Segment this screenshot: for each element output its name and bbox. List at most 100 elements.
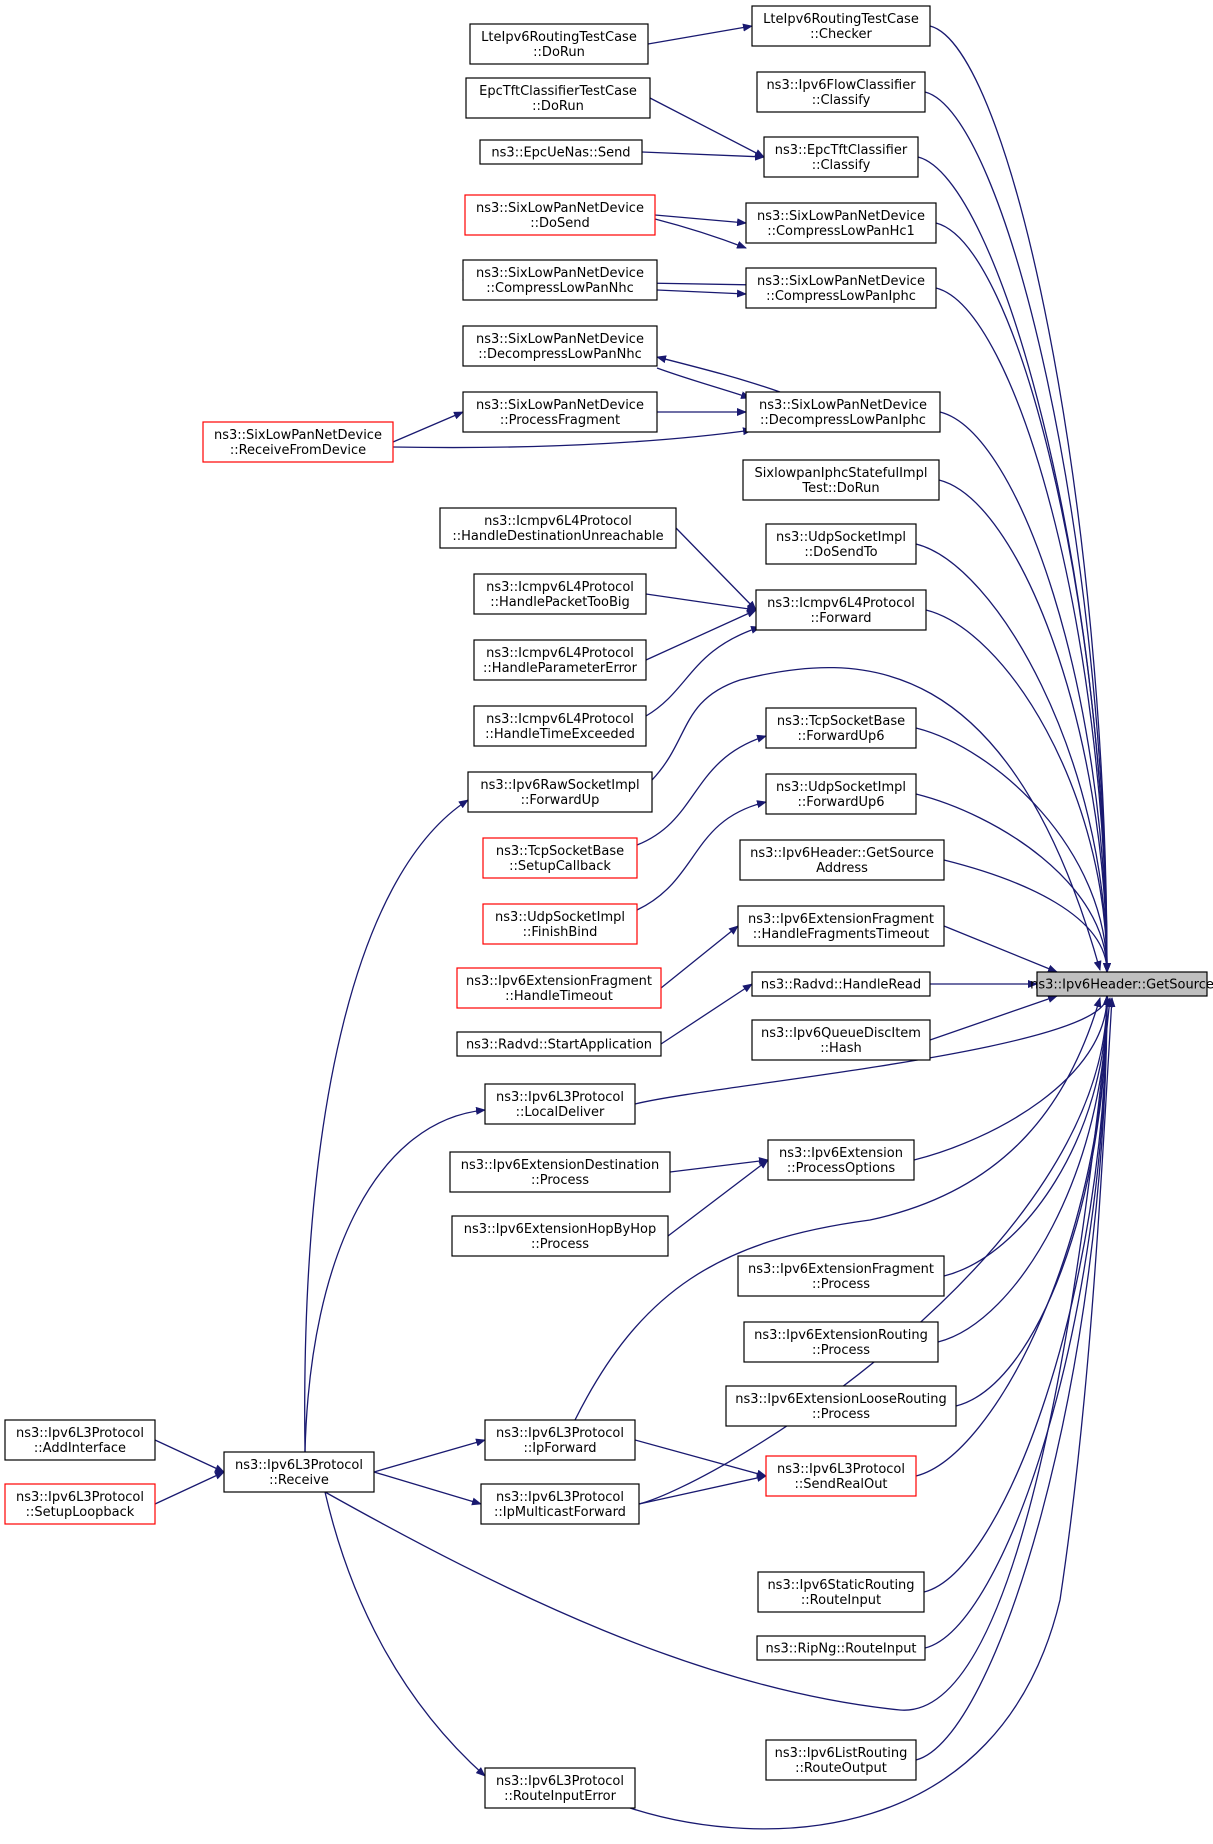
edge-six_iphc-to-getsource [935,287,1111,973]
node-six_recvdev[interactable]: ns3::SixLowPanNetDevice::ReceiveFromDevi… [202,421,394,463]
node-box [451,1215,669,1257]
node-l3_mcastfwd[interactable]: ns3::Ipv6L3Protocol::IpMulticastForward [480,1483,640,1525]
node-box [202,421,394,463]
node-label: ns3::Ipv6ExtensionDestination [461,1158,660,1173]
node-box [464,194,656,236]
node-box [756,71,926,113]
node-l3_routeinerr[interactable]: ns3::Ipv6L3Protocol::RouteInputError [484,1767,636,1809]
edge-six_diphc-to-six_dnhc [656,355,781,393]
node-six_procfrag[interactable]: ns3::SixLowPanNetDevice::ProcessFragment [462,391,658,433]
node-label: ::HandleTimeout [505,989,613,1004]
node-exthop_proc[interactable]: ns3::Ipv6ExtensionHopByHop::Process [451,1215,669,1257]
node-l3_receive[interactable]: ns3::Ipv6L3Protocol::Receive [223,1451,375,1493]
edge-udp_fwdup6-to-getsource [915,793,1111,973]
node-box [223,1451,375,1493]
node-ripng_routein[interactable]: ns3::RipNg::RouteInput [756,1635,926,1661]
node-getsource[interactable]: ns3::Ipv6Header::GetSource [1030,971,1213,997]
edge-icmp_unreach-to-icmp_forward [675,527,757,611]
node-label: ns3::Ipv6StaticRouting [767,1578,914,1593]
node-tcp_setupcb[interactable]: ns3::TcpSocketBase::SetupCallback [482,837,638,879]
node-label: ::Classify [812,158,871,173]
node-lte_dorun[interactable]: LteIpv6RoutingTestCase::DoRun [469,23,649,65]
node-radvd_read[interactable]: ns3::Radvd::HandleRead [751,971,931,997]
node-udp_fwdup6[interactable]: ns3::UdpSocketImpl::ForwardUp6 [765,773,917,815]
node-ext_procopts[interactable]: ns3::Ipv6Extension::ProcessOptions [767,1139,915,1181]
node-label: ns3::Ipv6Extension [779,1146,903,1161]
node-label: ::DoSend [530,216,589,231]
node-extfrag_proc[interactable]: ns3::Ipv6ExtensionFragment::Process [737,1255,945,1297]
edge-extfrag_proc-to-getsource [943,995,1111,1277]
edge-six_hc1-to-getsource [935,222,1111,973]
node-box [473,639,647,681]
node-six_dosend[interactable]: ns3::SixLowPanNetDevice::DoSend [464,194,656,236]
node-tcp_fwdup6[interactable]: ns3::TcpSocketBase::ForwardUp6 [765,707,917,749]
node-label: ::RouteInputError [504,1789,617,1804]
node-label: ns3::Ipv6ExtensionHopByHop [464,1222,657,1237]
node-radvd_start[interactable]: ns3::Radvd::StartApplication [456,1031,662,1057]
node-raw_fwdup[interactable]: ns3::Ipv6RawSocketImpl::ForwardUp [467,771,653,813]
node-epctft_classify[interactable]: ns3::EpcTftClassifier::Classify [763,136,919,178]
node-label: ::IpMulticastForward [494,1505,626,1520]
node-udp_finishbind[interactable]: ns3::UdpSocketImpl::FinishBind [482,903,638,945]
edge-ipv6hdr_getsrc-to-getsource [943,859,1111,973]
node-six_diphc[interactable]: ns3::SixLowPanNetDevice::DecompressLowPa… [745,391,941,433]
node-box [751,971,931,997]
node-label: ns3::Ipv6L3Protocol [496,1426,624,1441]
node-queue_hash[interactable]: ns3::Ipv6QueueDiscItem::Hash [751,1019,931,1061]
node-icmp_param[interactable]: ns3::Icmpv6L4Protocol::HandleParameterEr… [473,639,647,681]
node-six_hc1[interactable]: ns3::SixLowPanNetDevice::CompressLowPanH… [745,202,937,244]
node-l3_localdeliver[interactable]: ns3::Ipv6L3Protocol::LocalDeliver [484,1083,636,1125]
node-label: ::ForwardUp [521,793,600,808]
node-extfrag_hft[interactable]: ns3::Ipv6ExtensionFragment::HandleFragme… [737,905,945,947]
edge-six_dosend-to-six_iphc [654,218,747,249]
edge-udp_finishbind-to-udp_fwdup6 [636,800,767,911]
node-epctft_dorun[interactable]: EpcTftClassifierTestCase::DoRun [465,77,651,119]
node-box [473,705,647,747]
node-box [465,77,651,119]
node-six_iphc[interactable]: ns3::SixLowPanNetDevice::CompressLowPanI… [745,267,937,309]
node-box [467,771,653,813]
edge-six_recvdev-to-six_procfrag [392,411,464,443]
node-udp_dosendto[interactable]: ns3::UdpSocketImpl::DoSendTo [765,523,917,565]
node-extdest_proc[interactable]: ns3::Ipv6ExtensionDestination::Process [449,1151,671,1193]
edge-udp_dosendto-to-getsource [915,543,1111,973]
edge-l3_localdeliver-to-getsource [634,995,1111,1105]
node-extrout_proc[interactable]: ns3::Ipv6ExtensionRouting::Process [743,1321,939,1363]
node-icmp_time[interactable]: ns3::Icmpv6L4Protocol::HandleTimeExceede… [473,705,647,747]
node-six_nhc[interactable]: ns3::SixLowPanNetDevice::CompressLowPanN… [462,259,658,301]
node-ipv6flow_classify[interactable]: ns3::Ipv6FlowClassifier::Classify [756,71,926,113]
edge-six_diphc-to-getsource [939,411,1111,973]
node-label: ns3::SixLowPanNetDevice [476,398,644,413]
edge-six_nhc-to-six_iphc [656,289,747,298]
node-icmp_toobig[interactable]: ns3::Icmpv6L4Protocol::HandlePacketTooBi… [473,573,647,615]
edge-tcp_fwdup6-to-getsource [915,727,1111,973]
edge-icmp_forward-to-getsource [925,609,1111,973]
node-six_dnhc[interactable]: ns3::SixLowPanNetDevice::DecompressLowPa… [462,325,658,367]
node-box [473,573,647,615]
node-l3_sendrealout[interactable]: ns3::Ipv6L3Protocol::SendRealOut [765,1455,917,1497]
node-label: ::CompressLowPanNhc [486,281,633,296]
node-lte_checker[interactable]: LteIpv6RoutingTestCase::Checker [751,5,931,47]
edge-icmp_toobig-to-icmp_forward [645,593,757,613]
node-box [480,1483,640,1525]
node-box [739,839,945,881]
node-icmp_forward[interactable]: ns3::Icmpv6L4Protocol::Forward [755,589,927,631]
node-l3_addif[interactable]: ns3::Ipv6L3Protocol::AddInterface [4,1419,156,1461]
node-l3_ipforward[interactable]: ns3::Ipv6L3Protocol::IpForward [484,1419,636,1461]
node-extloose_proc[interactable]: ns3::Ipv6ExtensionLooseRouting::Process [725,1385,957,1427]
node-box [1036,971,1208,997]
node-list_routeout[interactable]: ns3::Ipv6ListRouting::RouteOutput [765,1739,917,1781]
edge-l3_routeinerr-to-getsource [629,997,1116,1830]
edge-lte_checker-to-getsource [929,25,1111,973]
edge-raw_fwdup-to-getsource [651,666,1102,971]
node-static_routein[interactable]: ns3::Ipv6StaticRouting::RouteInput [757,1571,925,1613]
node-epcuenas_send[interactable]: ns3::EpcUeNas::Send [479,139,643,165]
node-extfrag_ht[interactable]: ns3::Ipv6ExtensionFragment::HandleTimeou… [456,967,662,1009]
node-icmp_unreach[interactable]: ns3::Icmpv6L4Protocol::HandleDestination… [439,507,677,549]
node-l3_setuploop[interactable]: ns3::Ipv6L3Protocol::SetupLoopback [4,1483,156,1525]
node-box [479,139,643,165]
edge-l3_ipforward-to-l3_sendrealout [634,1439,767,1478]
edge-static_routein-to-getsource [923,995,1111,1593]
